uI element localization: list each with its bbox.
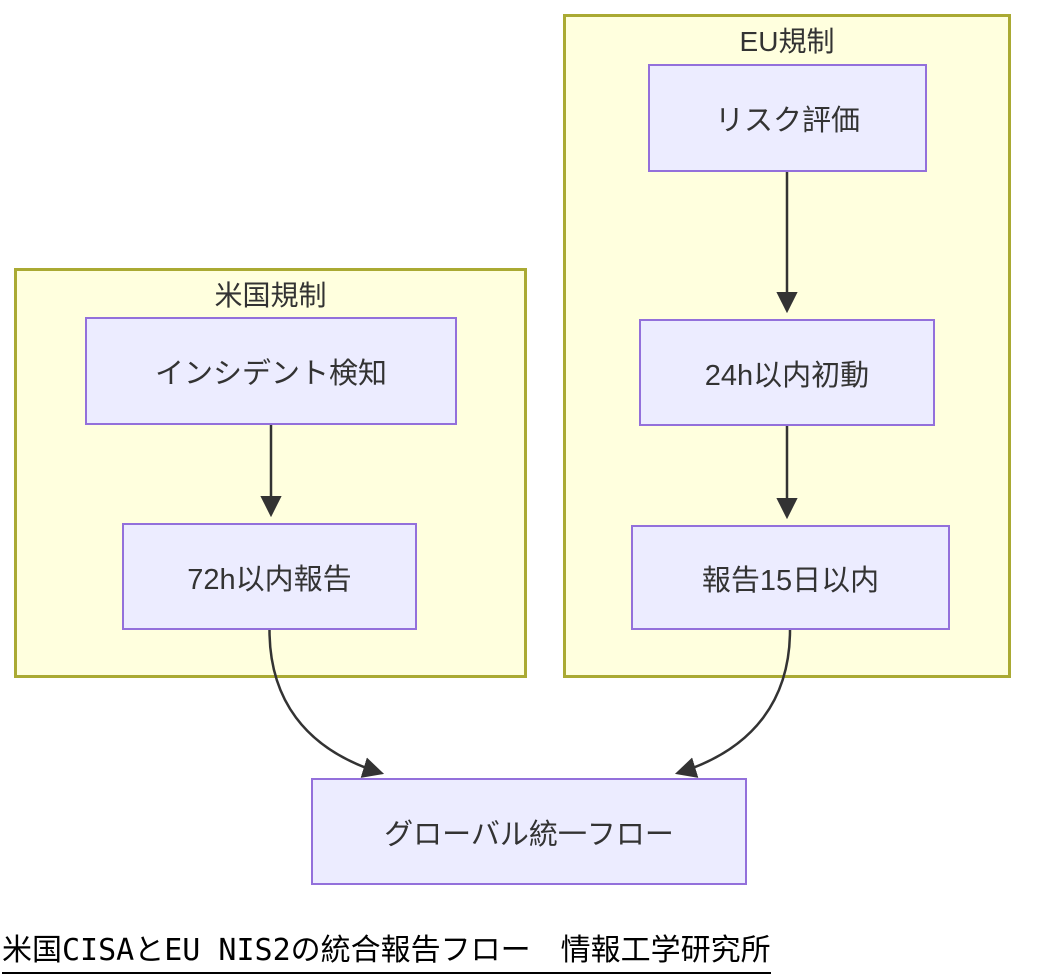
node-incident-detection: インシデント検知 [85, 317, 457, 425]
node-global-flow: グローバル統一フロー [311, 778, 747, 885]
subgraph-us-title: 米国規制 [214, 280, 327, 311]
diagram-caption: 米国CISAとEU NIS2の統合報告フロー 情報工学研究所 [2, 925, 771, 974]
node-report-72h: 72h以内報告 [122, 523, 417, 630]
node-initial-24h: 24h以内初動 [639, 319, 935, 426]
node-report-15d: 報告15日以内 [631, 525, 950, 630]
subgraph-eu-title: EU規制 [739, 26, 835, 57]
node-risk-assessment: リスク評価 [648, 64, 927, 172]
